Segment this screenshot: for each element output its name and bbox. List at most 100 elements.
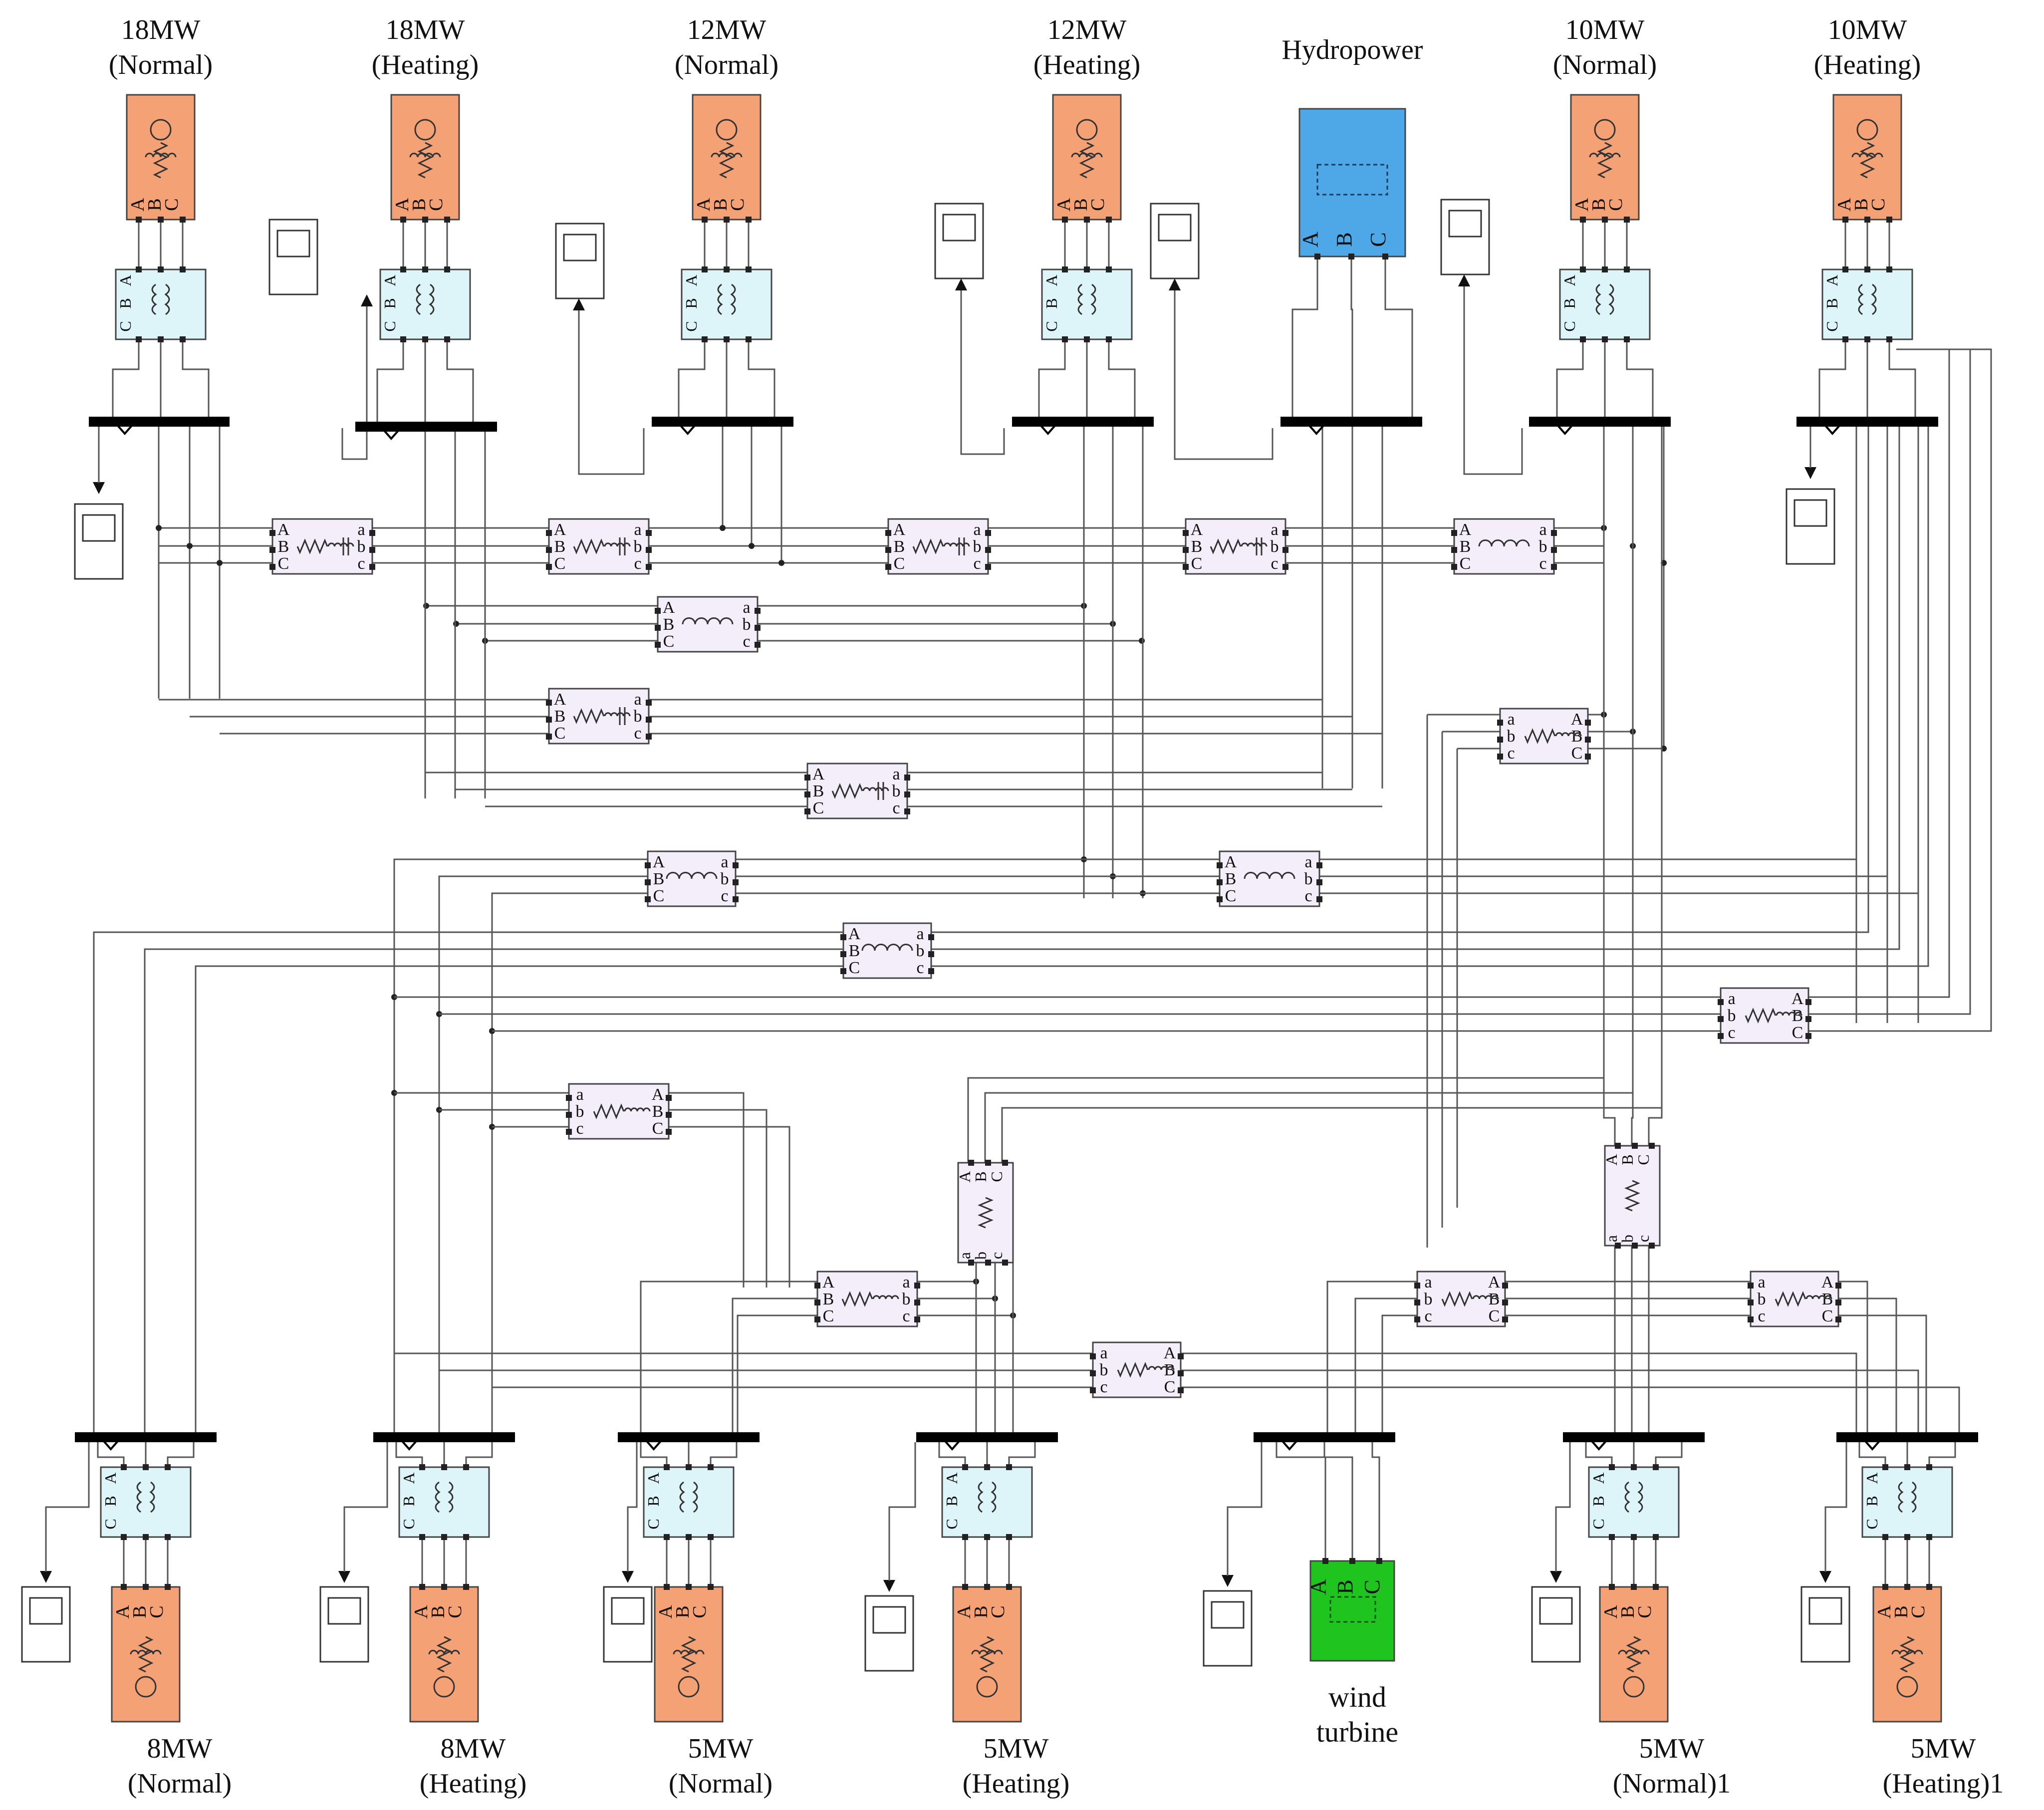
pin-label: b <box>972 1252 990 1260</box>
port <box>840 934 846 940</box>
pin-label: C <box>400 1519 418 1529</box>
port <box>1886 217 1892 223</box>
bottom-unit-mode: (Heating)1 <box>1883 1768 2004 1799</box>
top-unit-rating: 12MW <box>687 14 766 45</box>
wire <box>1648 422 1663 1146</box>
scope-block <box>1440 199 1490 275</box>
scope-block <box>603 1586 653 1663</box>
pin-label: B <box>1225 870 1237 888</box>
pin-label: a <box>1507 710 1515 729</box>
port <box>1882 1464 1888 1470</box>
wire <box>1384 257 1413 422</box>
pin-label: b <box>357 537 366 556</box>
port <box>1748 1283 1754 1289</box>
wire <box>669 1092 745 1288</box>
inductor-icon <box>1472 1295 1499 1299</box>
port <box>180 217 186 223</box>
pin-label: C <box>727 198 748 211</box>
pin-label: C <box>988 1171 1006 1182</box>
inductor-icon <box>971 1650 1003 1655</box>
bus-marker <box>1281 1440 1297 1451</box>
busbar <box>1836 1432 1978 1442</box>
wire <box>144 948 843 1437</box>
port <box>1585 720 1591 726</box>
wire <box>1181 1352 1857 1437</box>
port <box>984 1464 990 1470</box>
busbar <box>618 1432 760 1442</box>
wire <box>1603 422 1616 1146</box>
arrow-head <box>1222 1575 1234 1587</box>
pin-label: a <box>1602 1235 1620 1242</box>
busbar <box>1563 1432 1705 1442</box>
pin-label: C <box>426 198 447 211</box>
source-icon <box>678 1676 700 1698</box>
wire <box>938 1437 966 1467</box>
port <box>985 530 991 536</box>
port <box>968 1260 974 1266</box>
port <box>1090 1353 1096 1359</box>
pin-label: B <box>1460 537 1471 556</box>
scope-screen <box>872 1606 906 1634</box>
wire <box>393 858 648 1437</box>
arrow-head <box>1458 274 1470 286</box>
winding-icon <box>1637 1481 1643 1513</box>
generator-block: ABC <box>1599 1584 1669 1723</box>
wire <box>1655 1437 1683 1467</box>
pin-label: A <box>655 1605 676 1619</box>
wire <box>1824 1442 1847 1572</box>
transformer-body <box>398 1466 490 1538</box>
winding-icon <box>1898 1481 1904 1513</box>
source-icon <box>433 1676 455 1698</box>
pin-label: c <box>892 799 900 817</box>
port <box>165 1534 171 1540</box>
junction-dot <box>217 560 223 566</box>
port <box>733 862 739 868</box>
scope-screen <box>1808 1597 1842 1625</box>
wire <box>1038 339 1066 422</box>
port <box>143 1534 149 1540</box>
source-icon <box>135 1676 157 1698</box>
bottom-unit-mode: (Normal)1 <box>1613 1768 1731 1799</box>
port <box>1842 336 1848 342</box>
port <box>546 564 552 570</box>
winding-icon <box>429 283 435 315</box>
pin-label: B <box>1332 232 1356 247</box>
wire <box>1108 339 1136 422</box>
port <box>269 530 275 536</box>
pin-label: B <box>972 1171 990 1182</box>
pin-label: c <box>743 632 750 651</box>
port <box>755 625 761 631</box>
port <box>904 808 910 814</box>
port <box>1106 217 1112 223</box>
transformer-block: ABC <box>100 1464 192 1540</box>
scope-screen <box>276 230 310 258</box>
wire <box>967 1077 1604 1163</box>
port <box>1882 1584 1888 1590</box>
inductor-icon <box>130 1650 162 1655</box>
wire <box>931 422 1900 950</box>
scope-screen <box>82 514 116 542</box>
wire <box>1181 1369 1919 1437</box>
busbar <box>89 417 230 427</box>
pin-label: a <box>634 690 641 709</box>
pin-label: B <box>971 1605 992 1618</box>
pin-label: b <box>1758 1290 1766 1308</box>
port <box>1502 1299 1508 1305</box>
transformer-block: ABC <box>941 1464 1033 1540</box>
port <box>1062 217 1068 223</box>
port <box>746 266 752 272</box>
port <box>1926 1464 1932 1470</box>
arrow-head <box>955 278 967 290</box>
port <box>1314 254 1320 259</box>
bus-marker <box>103 1440 119 1451</box>
port <box>1580 266 1586 272</box>
pin-label: B <box>1571 727 1583 746</box>
pin-label: A <box>411 1605 432 1619</box>
port <box>666 1112 672 1118</box>
port <box>708 1534 714 1540</box>
wire <box>1838 1314 1927 1437</box>
port <box>444 336 450 342</box>
pin-label: B <box>1822 1290 1833 1308</box>
pin-label: b <box>1507 727 1516 746</box>
